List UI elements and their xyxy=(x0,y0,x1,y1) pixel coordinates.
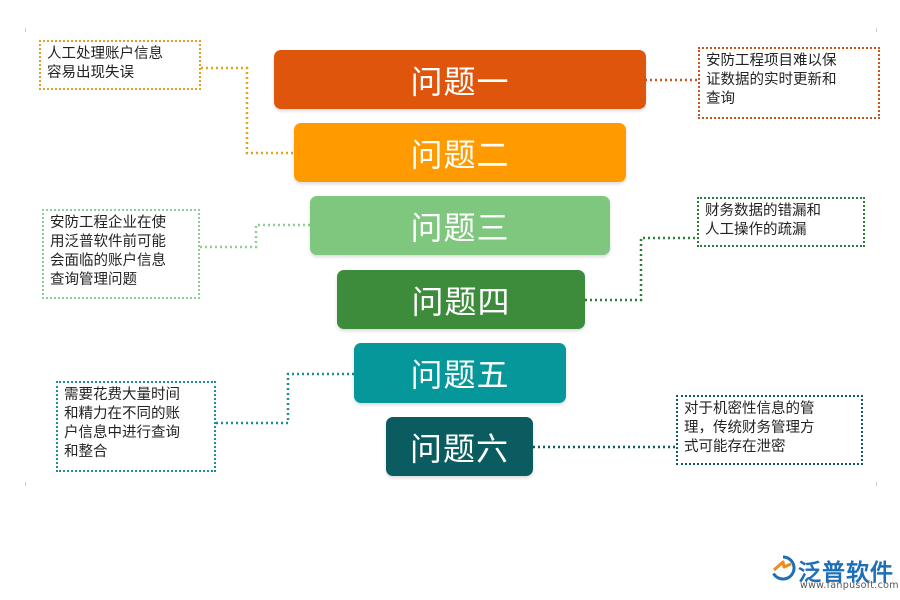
note-4: 财务数据的错漏和 人工操作的疏漏 xyxy=(697,197,865,247)
note-2-line-1: 安防工程项目难以保 xyxy=(706,53,837,69)
funnel-stage-2: 问题二 xyxy=(294,123,626,182)
note-3-line-4: 查询管理问题 xyxy=(50,272,137,288)
connector-note-5 xyxy=(216,372,354,425)
note-3: 安防工程企业在使 用泛普软件前可能 会面临的账户信息 查询管理问题 xyxy=(42,209,200,299)
note-1-line-2: 容易出现失误 xyxy=(47,65,134,81)
fanpu-logo: 泛普软件 www.fanpusoft.com xyxy=(770,553,898,593)
funnel-stage-1: 问题一 xyxy=(274,50,646,109)
funnel-stage-1-label: 问题一 xyxy=(410,62,510,101)
corner-mark-bottom-left xyxy=(25,482,26,486)
note-6: 对于机密性信息的管 理，传统财务管理方 式可能存在泄密 xyxy=(676,395,863,465)
note-6-line-1: 对于机密性信息的管 xyxy=(684,401,815,417)
note-2: 安防工程项目难以保 证数据的实时更新和 查询 xyxy=(698,47,880,119)
note-6-line-2: 理，传统财务管理方 xyxy=(684,420,815,436)
note-5-line-2: 和精力在不同的账 xyxy=(64,406,180,422)
note-5-line-4: 和整合 xyxy=(64,444,108,460)
connector-note-4 xyxy=(585,236,697,302)
logo-name: 泛普软件 xyxy=(798,560,894,586)
funnel-stage-3-label: 问题三 xyxy=(410,208,510,247)
corner-mark-top-right xyxy=(876,28,877,32)
note-6-line-3: 式可能存在泄密 xyxy=(684,439,786,455)
note-3-line-3: 会面临的账户信息 xyxy=(50,253,166,269)
note-1-line-1: 人工处理账户信息 xyxy=(47,46,163,62)
note-2-line-2: 证数据的实时更新和 xyxy=(706,72,837,88)
note-4-line-1: 财务数据的错漏和 xyxy=(705,203,821,219)
corner-mark-top-left xyxy=(25,28,26,32)
funnel-stage-3: 问题三 xyxy=(310,196,610,255)
corner-mark-bottom-right xyxy=(876,482,877,486)
logo-url: www.fanpusoft.com xyxy=(800,580,899,591)
funnel-stage-5: 问题五 xyxy=(354,343,566,403)
fanpu-logo-icon xyxy=(772,555,796,581)
funnel-stage-5-label: 问题五 xyxy=(410,356,510,394)
funnel-stage-2-label: 问题二 xyxy=(410,135,510,174)
connector-note-3 xyxy=(200,223,310,249)
note-3-line-1: 安防工程企业在使 xyxy=(50,215,166,231)
note-2-line-3: 查询 xyxy=(706,91,735,107)
funnel-stage-4: 问题四 xyxy=(337,270,585,329)
note-3-line-2: 用泛普软件前可能 xyxy=(50,234,166,250)
funnel-stage-6-label: 问题六 xyxy=(409,429,509,468)
note-1: 人工处理账户信息 容易出现失误 xyxy=(39,40,201,90)
funnel-stage-6: 问题六 xyxy=(386,417,533,476)
funnel-stage-4-label: 问题四 xyxy=(411,282,511,321)
note-5: 需要花费大量时间 和精力在不同的账 户信息中进行查询 和整合 xyxy=(56,381,216,472)
note-4-line-2: 人工操作的疏漏 xyxy=(705,222,807,238)
note-5-line-1: 需要花费大量时间 xyxy=(64,387,180,403)
note-5-line-3: 户信息中进行查询 xyxy=(64,425,180,441)
